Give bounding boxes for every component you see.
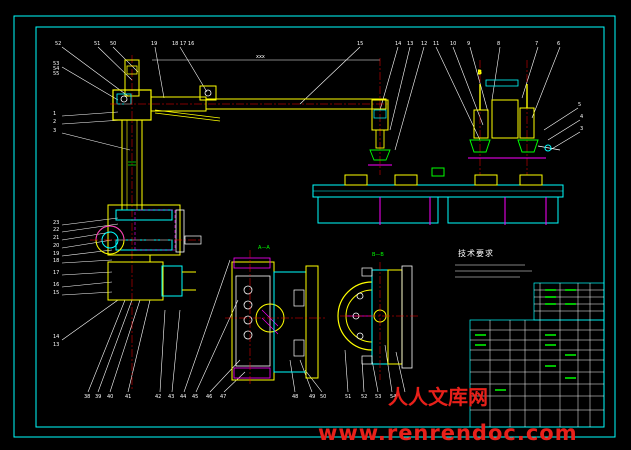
callout-number: 9 [467,41,470,47]
callout-number: 13 [407,41,413,47]
svg-text:xxx: xxx [256,54,265,60]
callout-number: 22 [53,227,59,233]
svg-text:B: B [478,70,482,76]
callout-number: 21 [53,235,59,241]
callout-number: 15 [53,290,59,296]
section-label-b: B—B [372,252,384,258]
callout-number: 53 [53,61,59,67]
callout-number: 5 [578,102,581,108]
gripper-head-left [368,58,392,175]
callout-number: 45 [192,394,198,400]
callout-number: 8 [497,41,500,47]
callout-number: 6 [557,41,560,47]
callout-number: 10 [450,41,456,47]
callout-number: 44 [180,394,186,400]
callout-number: 42 [155,394,161,400]
bottom-callouts: 38 39 40 41 42 43 44 45 46 47 48 49 50 51 52 53 54 [84,394,396,400]
callout-number: 40 [107,394,113,400]
callout-number: 19 [53,251,59,257]
callout-number: 39 [95,394,101,400]
callout-number: 55 [53,71,59,77]
bottom-leader-lines [87,259,406,393]
callout-number: 51 [94,41,100,47]
callout-number: 3 [53,128,56,134]
gripper-head-right: B [468,60,561,175]
callout-number: 43 [168,394,174,400]
callout-number: 17 [53,270,59,276]
callout-number: 15 [357,41,363,47]
callout-number: 54 [53,66,59,72]
callout-number: 14 [395,41,401,47]
technical-requirements: 技术要求 [455,248,532,278]
callout-number: 12 [421,41,427,47]
section-a-a [225,250,325,385]
right-callouts: 5 4 3 [578,102,583,132]
conveyor-table [312,167,564,225]
callout-number: 54 [390,394,396,400]
callout-number: 16 [53,282,59,288]
section-label-a: A—A [258,245,270,251]
tech-req-title: 技术要求 [458,248,494,258]
callout-number: 3 [580,126,583,132]
callout-number: 49 [309,394,315,400]
vertical-column [112,55,152,390]
left-leader-lines [61,66,131,341]
top-leader-lines [61,46,581,151]
callout-number: 38 [84,394,90,400]
callout-number: 14 [53,334,59,340]
section-b-b [337,262,420,380]
callout-number: 46 [206,394,212,400]
title-block [469,282,605,428]
callout-number: 23 [53,220,59,226]
callout-number: 7 [535,41,538,47]
callout-number: 18 [53,258,59,264]
watermark-chinese: 人人文库网 [388,385,488,409]
base-gearbox [90,204,202,301]
callout-number: 41 [125,394,131,400]
callout-number: 53 [375,394,381,400]
callout-number: 51 [345,394,351,400]
callout-number: 13 [53,342,59,348]
inner-frame [35,26,605,428]
callout-number: 2 [53,119,56,125]
callout-number: 11 [433,41,439,47]
callout-number: 52 [55,41,61,47]
callout-number: 19 [151,41,157,47]
callout-number: 18 17 16 [172,41,194,47]
callout-number: 50 [110,41,116,47]
horizontal-arm: xxx [110,54,390,122]
callout-number: 47 [220,394,226,400]
callout-number: 20 [53,243,59,249]
callout-number: 50 [320,394,326,400]
callout-number: 1 [53,111,56,117]
top-callouts: 52 51 50 19 18 17 16 15 14 13 12 11 10 9 8 7 6 [55,41,560,47]
outer-frame [13,15,616,438]
watermark-url: www.renrendoc.com [318,421,578,445]
watermark: 人人文库网 www.renrendoc.com [318,385,578,445]
callout-number: 4 [580,114,583,120]
callout-number: 52 [361,394,367,400]
callout-number: 48 [292,394,298,400]
